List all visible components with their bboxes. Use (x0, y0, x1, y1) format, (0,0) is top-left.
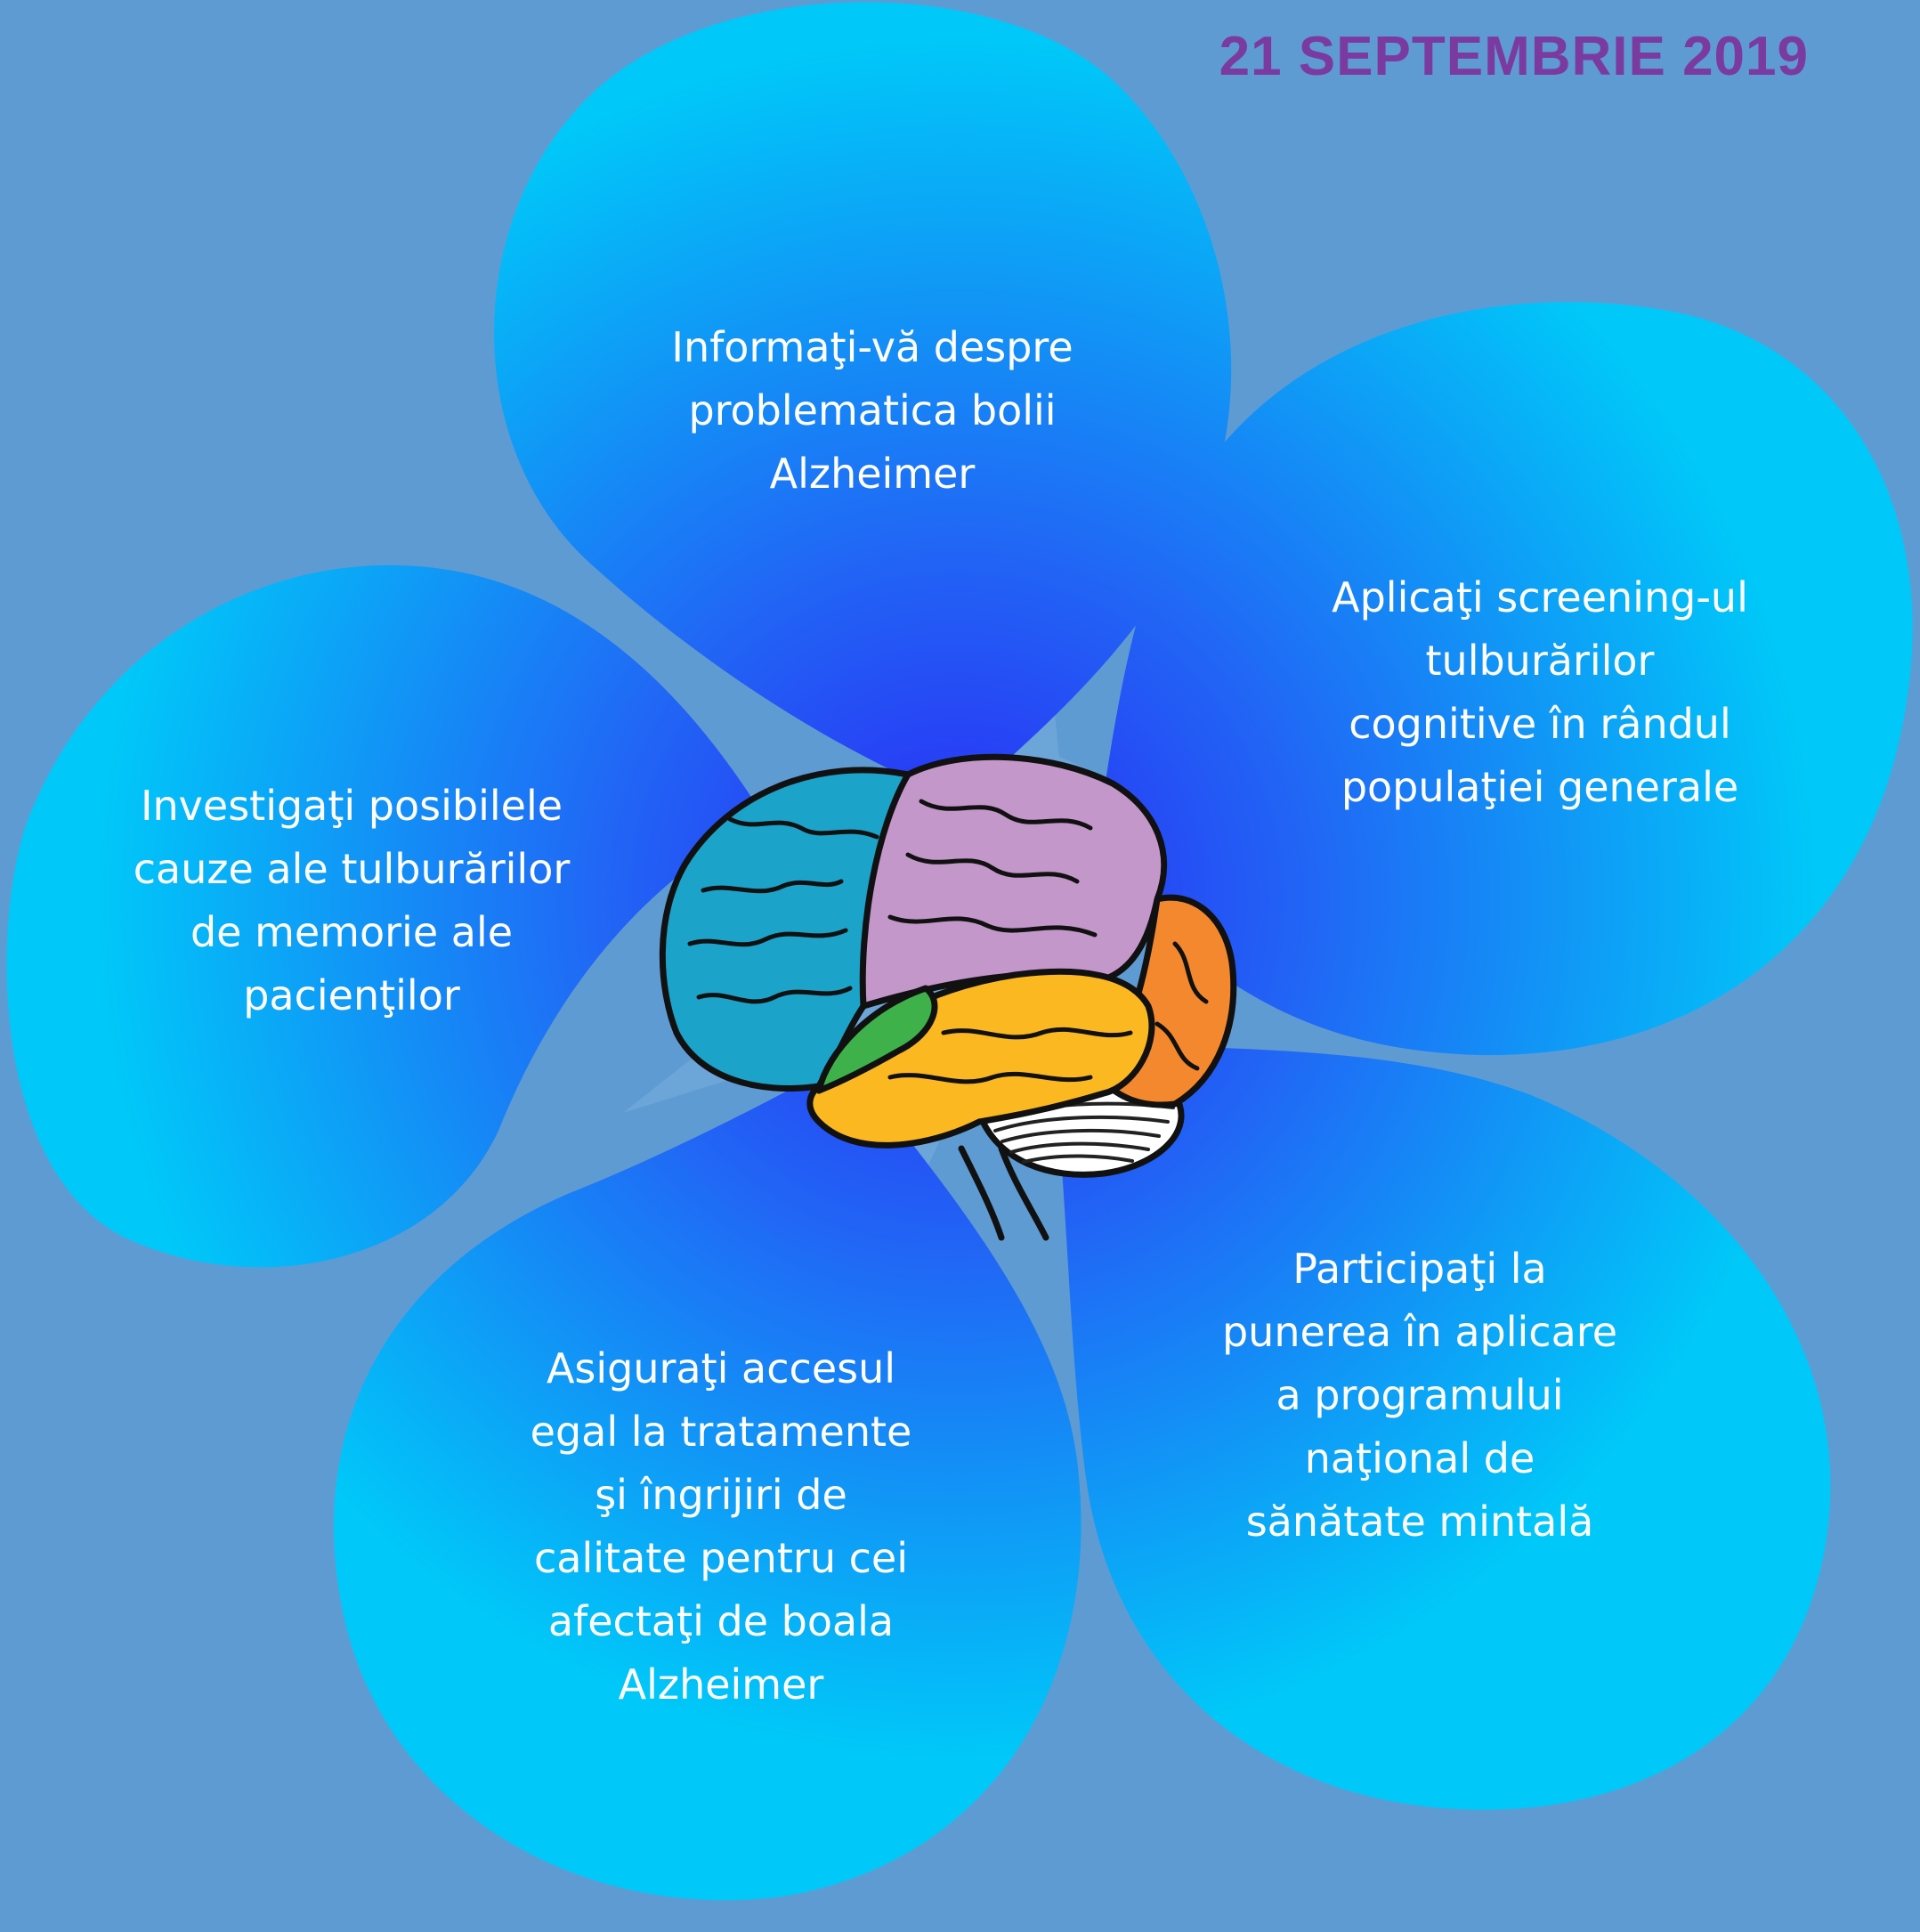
petal-text-line: Alzheimer (769, 450, 976, 498)
petal-text-line: de memorie ale (190, 908, 514, 956)
petal-text-top: Informaţi-vă despre problematica bolii A… (587, 316, 1157, 506)
petal-text-line: naţional de (1304, 1434, 1535, 1482)
petal-text-right: Aplicaţi screening-ul tulburărilor cogni… (1264, 566, 1816, 819)
petal-text-line: Investigaţi posibilele (140, 782, 563, 830)
brain-insula (815, 985, 938, 1094)
petal-text-line: Participaţi la (1292, 1245, 1547, 1293)
petal-text-line: cauze ale tulburărilor (133, 845, 571, 893)
petal-text-line: afectaţi de boala (547, 1597, 895, 1645)
petal-bottom-right (1050, 1042, 1831, 1810)
petal-text-line: a programului (1276, 1371, 1564, 1419)
brain-parietal (857, 753, 1168, 1010)
petal-text-bottom-right: Participaţi la punerea în aplicare a pro… (1153, 1238, 1687, 1554)
petal-text-line: Alzheimer (618, 1660, 824, 1709)
brain-gyri (687, 799, 1209, 1084)
petal-top (494, 2, 1232, 802)
petal-text-line: calitate pentru cei (534, 1534, 908, 1582)
petal-text-line: egal la tratamente (530, 1408, 912, 1456)
petal-text-line: cognitive în rândul (1349, 700, 1731, 748)
petal-bottom-left (333, 1059, 1082, 1901)
brain-stem (958, 1145, 1049, 1241)
petal-text-bottom-left: Asiguraţi accesul egal la tratamente şi … (454, 1337, 988, 1717)
petal-text-left: Investigaţi posibilele cauze ale tulbură… (89, 775, 614, 1027)
event-date: 21 SEPTEMBRIE 2019 (1219, 26, 1809, 87)
petal-text-line: pacienţilor (243, 971, 460, 1019)
petal-text-line: tulburărilor (1425, 637, 1655, 685)
petal-text-line: punerea în aplicare (1221, 1308, 1617, 1356)
petal-text-line: Aplicaţi screening-ul (1332, 573, 1748, 621)
petal-text-line: Informaţi-vă despre (671, 323, 1073, 371)
brain-icon (659, 753, 1237, 1241)
petal-text-line: şi îngrijiri de (595, 1471, 847, 1519)
petal-text-line: Asiguraţi accesul (546, 1344, 896, 1392)
petal-text-line: sănătate mintală (1245, 1498, 1594, 1546)
petal-text-line: problematica bolii (688, 386, 1057, 434)
petal-right (1095, 302, 1913, 1056)
brain-frontal (659, 767, 911, 1092)
petal-text-line: populaţiei generale (1341, 763, 1739, 811)
petal-left (6, 564, 766, 1268)
